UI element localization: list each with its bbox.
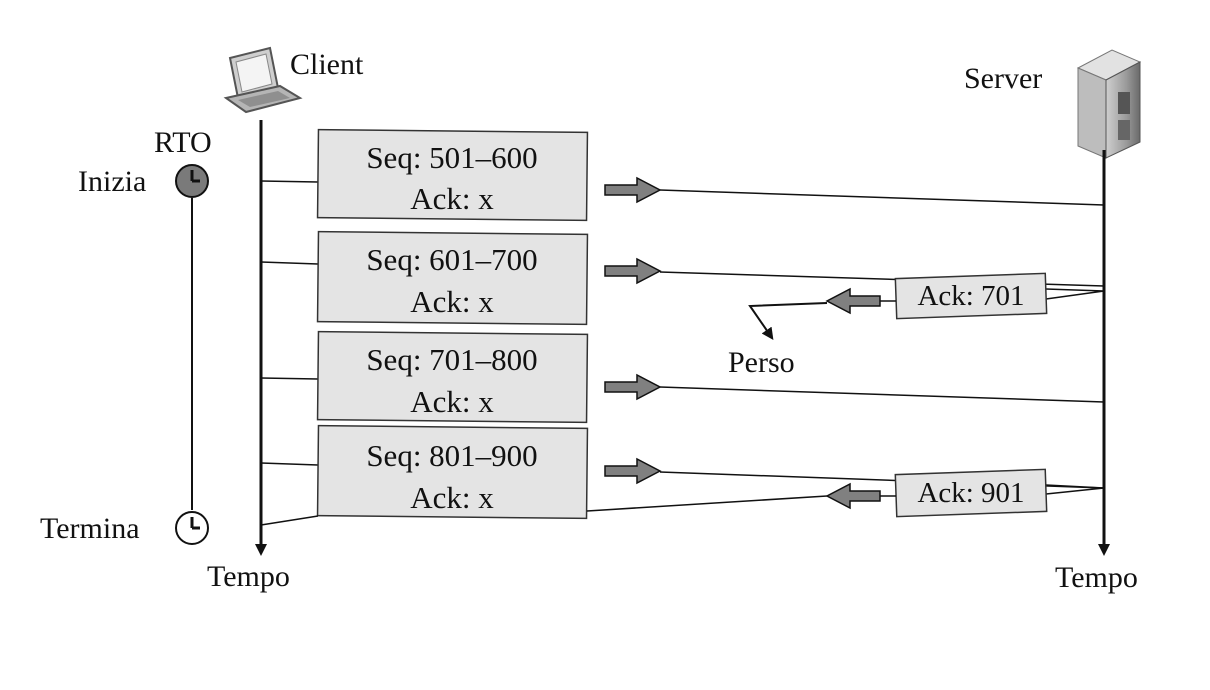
ack-901-line xyxy=(586,495,828,512)
lost-label: Perso xyxy=(728,346,795,379)
timer-end-label: Termina xyxy=(40,512,140,545)
clock-icon xyxy=(175,511,209,545)
segment-box xyxy=(316,424,589,520)
arrow-left-icon xyxy=(825,287,881,315)
arrow-right-icon xyxy=(604,457,662,485)
ack-901-line xyxy=(260,515,319,526)
segment-box xyxy=(316,128,589,222)
segment-seq: Seq: 701–800 xyxy=(366,342,537,377)
arrow-left-icon xyxy=(825,482,881,510)
client-time-label: Tempo xyxy=(207,560,290,593)
segment-box xyxy=(316,330,589,424)
arrow-right-icon xyxy=(604,176,662,204)
segment-ack: Ack: x xyxy=(410,181,494,216)
server-tower-icon xyxy=(1076,49,1142,159)
segment-ack: Ack: x xyxy=(410,284,494,319)
segment-seq: Seq: 801–900 xyxy=(366,438,537,473)
arrow-right-icon xyxy=(604,373,662,401)
ack-box xyxy=(894,468,1048,518)
ack-label: Ack: 701 xyxy=(917,280,1024,312)
client-label: Client xyxy=(290,48,364,81)
segment-box xyxy=(316,230,589,326)
lost-path xyxy=(748,302,828,340)
laptop-icon xyxy=(223,46,303,114)
rto-label: RTO xyxy=(154,126,212,159)
clock-icon xyxy=(175,164,209,198)
segment-ack: Ack: x xyxy=(410,384,494,419)
ack-label: Ack: 901 xyxy=(917,477,1024,509)
server-time-label: Tempo xyxy=(1055,561,1138,594)
segment-seq: Seq: 601–700 xyxy=(366,242,537,277)
server-label: Server xyxy=(964,62,1042,95)
segment-seq: Seq: 501–600 xyxy=(366,140,537,175)
arrow-right-icon xyxy=(604,257,662,285)
ack-box xyxy=(894,272,1048,320)
segment-ack: Ack: x xyxy=(410,480,494,515)
timer-start-label: Inizia xyxy=(78,165,146,198)
